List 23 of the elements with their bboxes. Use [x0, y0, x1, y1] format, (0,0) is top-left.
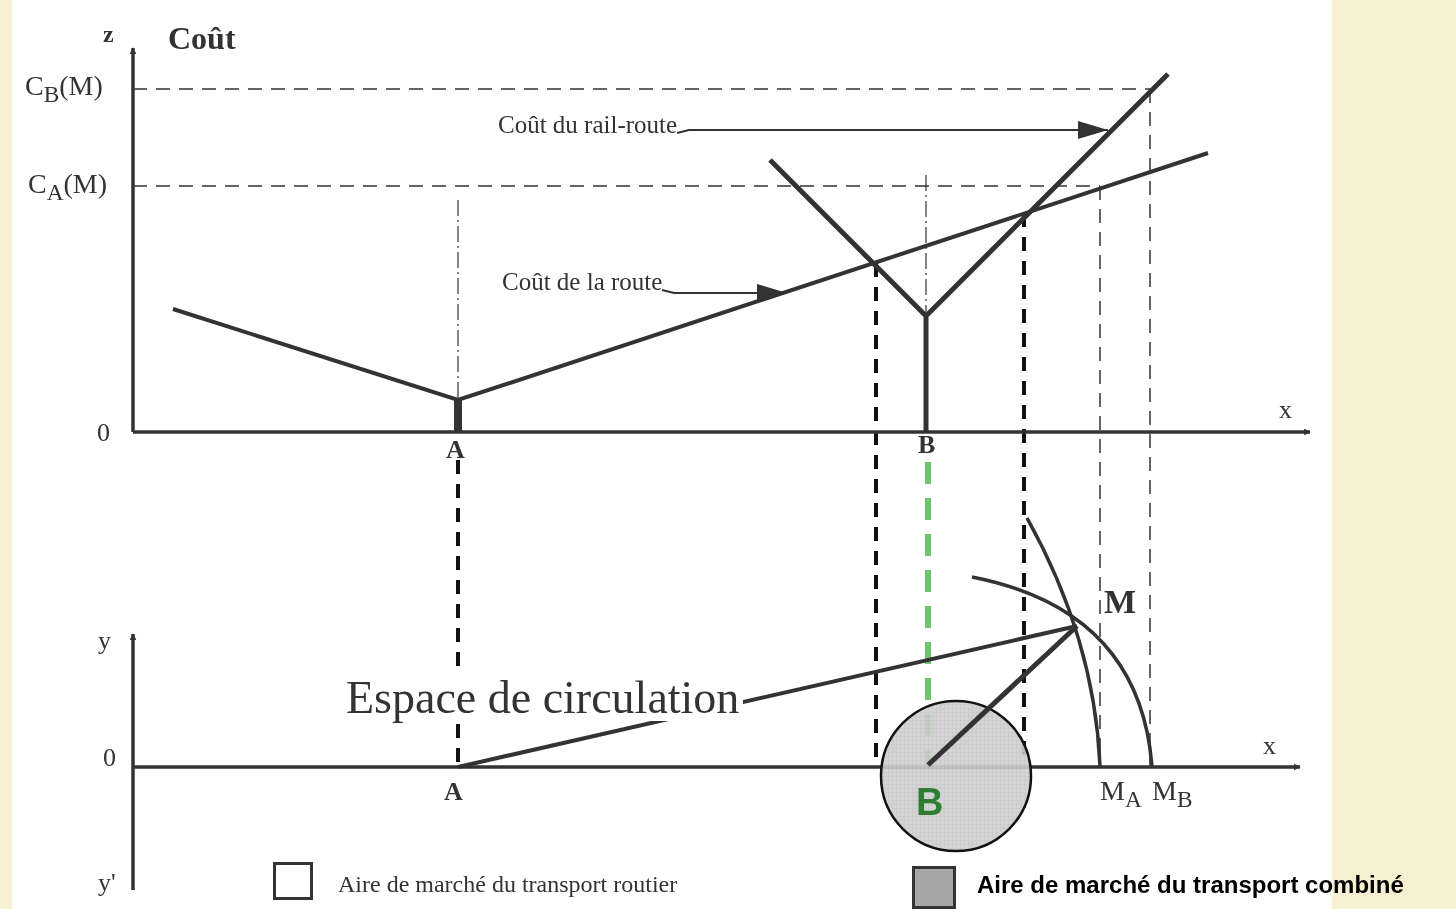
legend-label: Aire de marché du transport combiné — [977, 873, 1404, 897]
point-label: M$_{B}$ — [1152, 777, 1193, 811]
axis-label: x — [1279, 397, 1292, 423]
tick-label: 0 — [97, 420, 110, 446]
legend-label: Aire de marché du transport routier — [338, 872, 678, 896]
axis-label: y — [98, 628, 111, 654]
point-label: A — [444, 779, 463, 805]
axis-label: x — [1263, 733, 1276, 759]
point-label: B — [918, 432, 936, 458]
axis-title: Coût — [168, 22, 236, 54]
leader-arrow — [661, 284, 788, 302]
axis-label: z — [103, 22, 114, 46]
tick-label: 0 — [103, 745, 116, 771]
leader-arrow — [676, 121, 1109, 139]
leader-label: Coût du rail-route — [498, 112, 678, 137]
tick-label: C$_{B}$(M) — [25, 72, 103, 106]
tick-label: C$_{A}$(M) — [28, 170, 108, 204]
point-label: M — [1104, 585, 1137, 619]
axis-label: y' — [98, 870, 116, 896]
point-label: A — [446, 437, 465, 463]
point-label: B — [916, 783, 944, 821]
point-label: M$_{A}$ — [1100, 777, 1142, 811]
leader-label: Coût de la route — [502, 269, 663, 294]
